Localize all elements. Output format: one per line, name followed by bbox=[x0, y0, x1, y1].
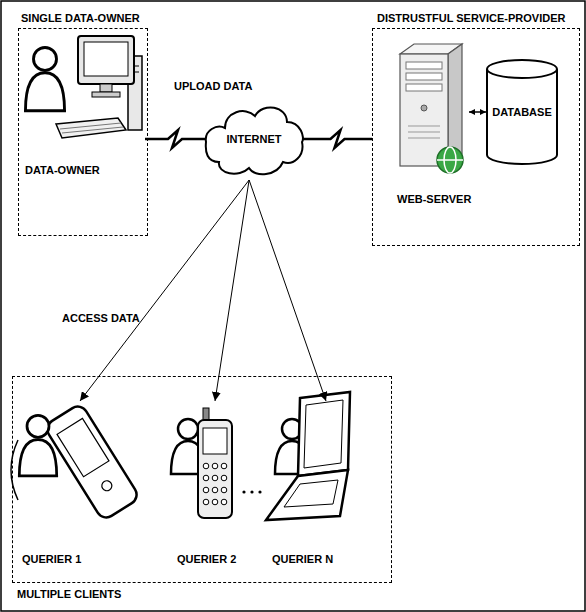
flow-label: ACCESS DATA bbox=[62, 312, 140, 325]
device-screen bbox=[57, 418, 109, 476]
node-label: QUERIER 1 bbox=[22, 553, 81, 566]
dashed-group: SINGLE DATA-OWNERDATA-OWNER bbox=[18, 28, 148, 236]
cylinder-body bbox=[487, 60, 557, 164]
server-vent bbox=[408, 126, 440, 127]
node-label: DATABASE bbox=[492, 106, 551, 119]
monitor bbox=[78, 36, 134, 84]
phone-key bbox=[221, 463, 227, 469]
device-button bbox=[100, 479, 114, 493]
cylinder-rim bbox=[487, 69, 557, 78]
network-link bbox=[303, 130, 372, 148]
web-server-node: WEB-SERVER bbox=[395, 43, 469, 213]
arrow-connector bbox=[215, 180, 249, 401]
data-owner-node: DATA-OWNER bbox=[23, 37, 145, 227]
server-bay bbox=[406, 62, 442, 69]
phone-key bbox=[203, 475, 209, 481]
laptop-keyboard bbox=[284, 480, 338, 507]
dashed-group: MULTIPLE CLIENTSQUERIER 1QUERIER 2QUERIE… bbox=[12, 376, 392, 583]
server-button bbox=[421, 105, 427, 111]
globe-icon bbox=[437, 147, 463, 173]
laptop-screen bbox=[298, 392, 350, 476]
monitor-base bbox=[92, 92, 120, 97]
server-front bbox=[400, 54, 448, 166]
phone-key bbox=[221, 499, 227, 505]
monitor-screen bbox=[84, 42, 128, 76]
arrow-connector bbox=[249, 180, 326, 401]
laptop-display bbox=[304, 400, 343, 468]
server-bay bbox=[406, 84, 442, 91]
phone-key bbox=[203, 463, 209, 469]
monitor-neck bbox=[100, 84, 112, 92]
laptop-base bbox=[266, 470, 348, 520]
ellipsis-dot bbox=[258, 490, 261, 493]
node-label: WEB-SERVER bbox=[397, 193, 471, 206]
arrow-connector bbox=[469, 111, 486, 113]
phone-key bbox=[212, 499, 218, 505]
mobile-phone bbox=[198, 420, 232, 518]
phone-key bbox=[203, 487, 209, 493]
person-icon bbox=[19, 415, 56, 476]
flow-label: UPLOAD DATA bbox=[174, 80, 252, 93]
phone-key bbox=[203, 499, 209, 505]
group-heading: SINGLE DATA-OWNER bbox=[21, 12, 140, 25]
server-vent bbox=[408, 138, 440, 139]
node-label: DATA-OWNER bbox=[25, 164, 100, 177]
network-link bbox=[145, 130, 205, 148]
keyboard bbox=[56, 118, 126, 138]
keyboard-keys bbox=[62, 127, 123, 133]
phone-key bbox=[221, 475, 227, 481]
globe-equator bbox=[437, 159, 463, 161]
node-label: QUERIER 2 bbox=[177, 553, 236, 566]
ellipsis-dot bbox=[250, 490, 253, 493]
phone-screen bbox=[203, 428, 227, 454]
phone-key bbox=[212, 463, 218, 469]
node-label: QUERIER N bbox=[272, 553, 333, 566]
arrow-connector bbox=[80, 180, 249, 401]
internet-cloud: INTERNET bbox=[205, 98, 303, 180]
phone-key bbox=[212, 475, 218, 481]
client-node: QUERIER N bbox=[270, 401, 382, 573]
group-heading: DISTRUSTFUL SERVICE-PROVIDER bbox=[377, 12, 565, 25]
client-node: QUERIER 1 bbox=[20, 401, 140, 573]
database-cylinder: DATABASE bbox=[486, 59, 558, 165]
handheld-device bbox=[44, 403, 141, 521]
person-icon bbox=[25, 47, 64, 110]
node-label: INTERNET bbox=[227, 133, 282, 146]
dashed-group: DISTRUSTFUL SERVICE-PROVIDERWEB-SERVERDA… bbox=[372, 28, 580, 246]
cloud-shape bbox=[206, 107, 303, 174]
phone-key bbox=[212, 487, 218, 493]
client-node: QUERIER 2 bbox=[175, 401, 255, 573]
group-heading: MULTIPLE CLIENTS bbox=[17, 588, 121, 601]
phone-key bbox=[221, 487, 227, 493]
server-vent bbox=[408, 132, 440, 133]
server-bay bbox=[406, 73, 442, 80]
ellipsis-dot bbox=[242, 490, 245, 493]
